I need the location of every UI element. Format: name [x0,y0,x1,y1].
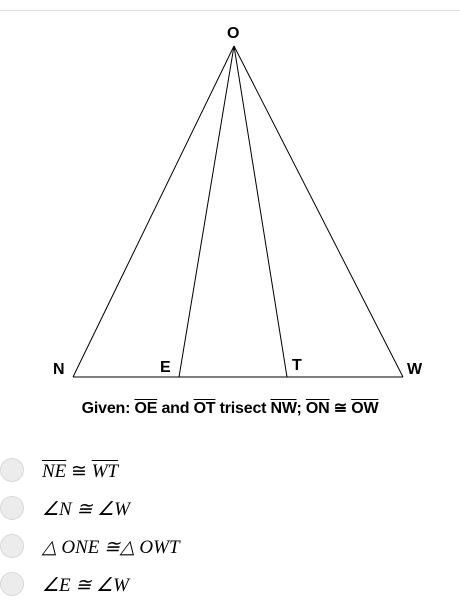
given-segment-nw: NW [270,400,297,417]
given-segment-ot: OT [193,400,216,417]
choice-2-label: ∠N ≅ ∠W [42,499,130,520]
radio-button-3[interactable] [0,534,24,558]
choice-1[interactable]: NE ≅ WT [0,455,460,489]
given-trisect: trisect [219,400,267,417]
given-prefix: Given: [81,400,131,417]
top-divider [0,10,460,11]
choice-1-left-segment: NE [42,461,67,482]
radio-button-4[interactable] [0,572,24,596]
choice-1-right-segment: WT [91,461,119,482]
given-segment-oe: OE [134,400,158,417]
given-segment-ow: OW [351,400,379,417]
given-statement: Given: OE and OT trisect NW; ON ≅ OW [0,398,460,418]
segment-ot [233,45,288,378]
choice-3-label: △ ONE ≅△ OWT [42,537,180,558]
point-label-n: N [53,361,65,378]
choice-2[interactable]: ∠N ≅ ∠W [0,493,460,527]
point-label-e: E [160,359,171,376]
choice-4-label: ∠E ≅ ∠W [42,575,129,596]
segment-ow [233,45,404,378]
given-and: and [161,400,190,417]
choice-4[interactable]: ∠E ≅ ∠W [0,569,460,603]
choice-1-label: NE ≅ WT [42,460,118,483]
point-label-t: T [292,357,302,374]
given-semicolon: ; [296,400,302,417]
choice-3[interactable]: △ ONE ≅△ OWT [0,531,460,565]
point-label-o: O [227,25,239,42]
radio-button-2[interactable] [0,496,24,520]
choice-1-symbol: ≅ [71,461,87,482]
congruent-symbol: ≅ [333,400,347,417]
radio-button-1[interactable] [0,458,24,482]
segment-oe [178,45,235,378]
triangle-figure: O N E T W [53,25,423,378]
given-segment-on: ON [305,400,330,417]
point-label-w: W [407,361,423,378]
segment-on [72,45,235,378]
